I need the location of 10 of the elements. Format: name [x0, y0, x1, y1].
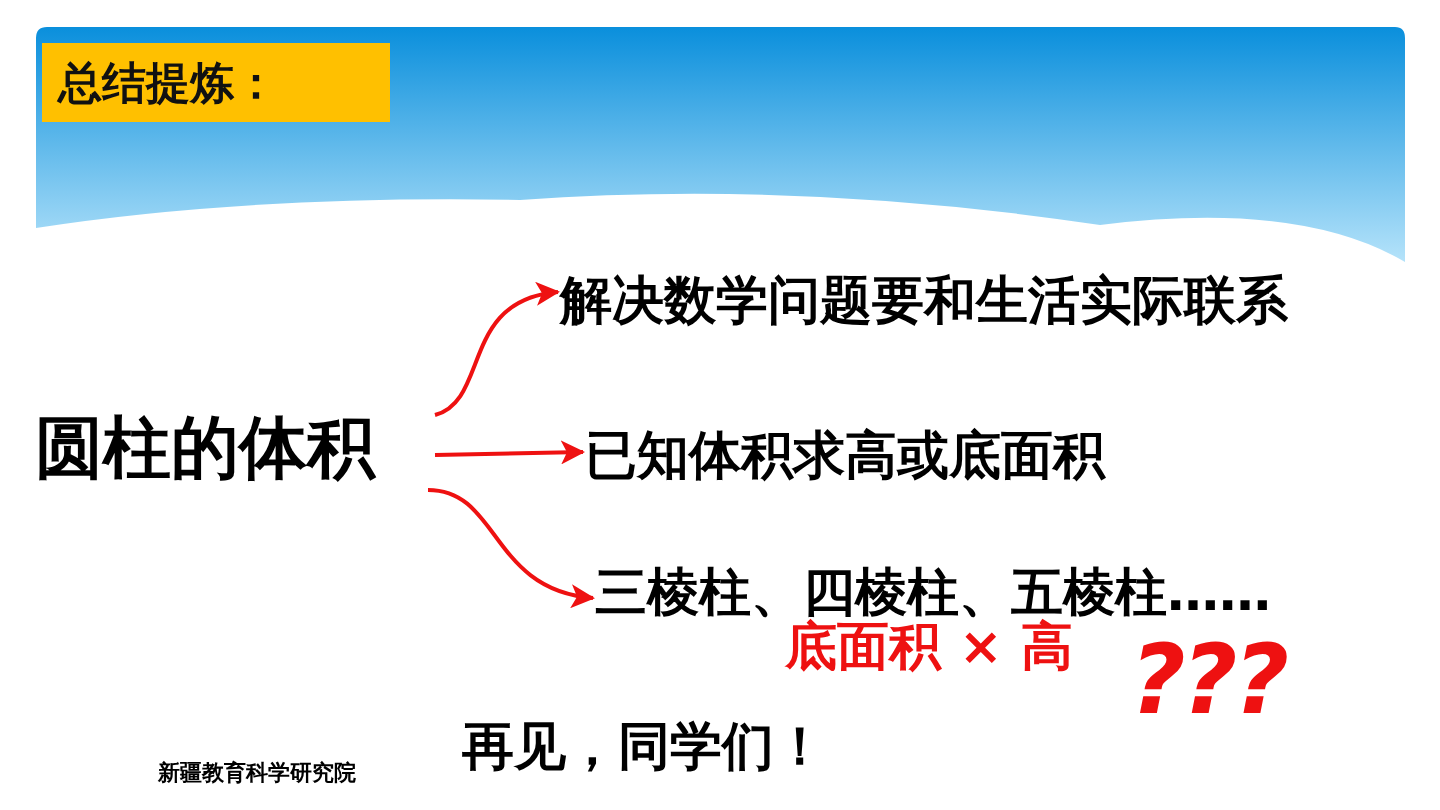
institute-name: 新疆教育科学研究院	[158, 759, 356, 787]
title-label: 总结提炼：	[42, 43, 390, 122]
node-text: 解决数学问题要和生活实际联系	[560, 265, 1288, 335]
node-text: 已知体积求高或底面积	[585, 420, 1105, 490]
node-text: 圆柱的体积	[35, 405, 375, 490]
farewell-text: 再见，同学们！	[462, 715, 826, 778]
question-marks: ???	[1130, 632, 1286, 728]
arrow	[427, 488, 595, 607]
arrow	[434, 283, 560, 417]
arrow	[434, 440, 585, 465]
